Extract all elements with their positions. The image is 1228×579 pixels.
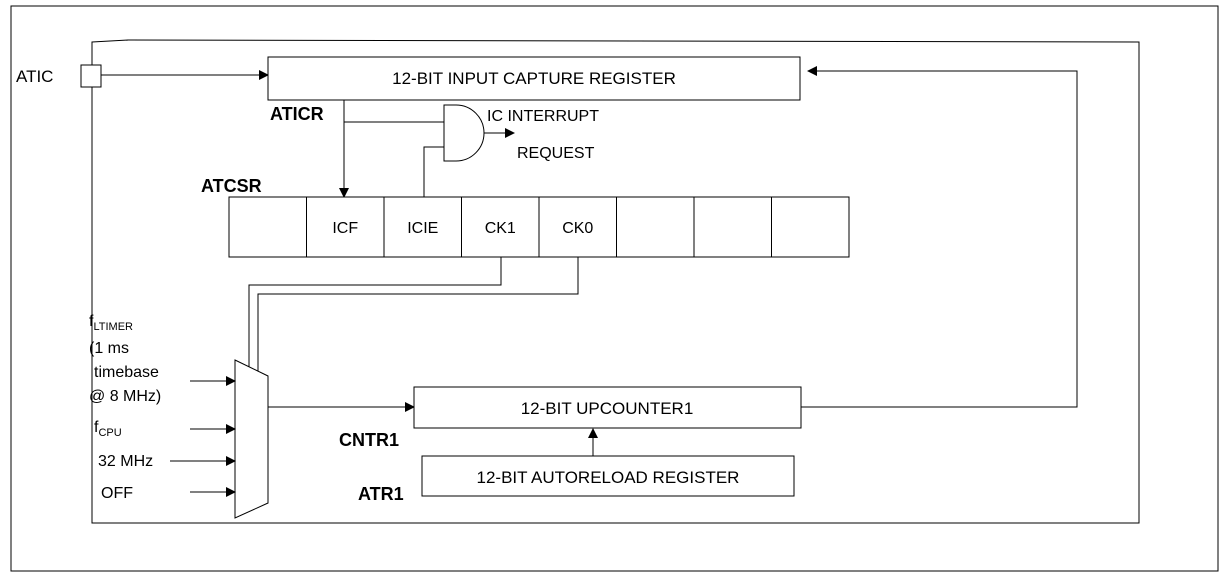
atr1-label: ATR1 [358,484,404,504]
atcsr-bit-cell [693,196,772,258]
upcounter-label: 12-BIT UPCOUNTER1 [521,399,694,418]
atcsr-bit-cell [228,196,307,258]
autoreload-register-box [421,455,795,497]
fltimer-line2: timebase [94,364,159,381]
autoreload-register-label: 12-BIT AUTORELOAD REGISTER [477,468,740,487]
fcpu-label: fCPU [94,419,122,439]
atcsr-bit-cell [306,196,385,258]
atcsr-bit-cell [383,196,462,258]
fltimer-line1: (1 ms [89,340,129,357]
atcsr-register: ICF ICIE CK1 CK0 [228,196,850,258]
fltimer-line3: @ 8 MHz) [89,388,161,405]
input-capture-register-label: 12-BIT INPUT CAPTURE REGISTER [392,69,676,88]
input-capture-register-box [267,56,801,101]
counter-feedback-arrow [801,66,1078,408]
atcsr-bit-cell [771,196,850,258]
cntr1-label: CNTR1 [339,430,399,450]
ck1-line [248,257,502,369]
clock-multiplexer [234,359,269,519]
off-label: OFF [101,485,133,502]
atcsr-bit-label: CK0 [562,220,593,237]
icie-to-and-line [423,146,444,197]
mhz32-label: 32 MHz [98,453,153,470]
and-gate [443,104,485,162]
ic-interrupt-label: IC INTERRUPT [487,108,599,125]
atcsr-label: ATCSR [201,176,262,196]
atic-pin-label: ATIC [16,67,53,86]
atcsr-bit-label: ICF [332,220,358,237]
fltimer-label: fLTIMER [89,313,133,333]
upcounter-box [413,386,802,429]
atcsr-bit-label: ICIE [407,220,438,237]
fcpu-sub: CPU [98,427,121,439]
atcsr-bit-cell [461,196,540,258]
aticr-label: ATICR [270,104,324,124]
request-label: REQUEST [517,145,595,162]
fcpu-f: f [94,419,99,436]
atic-pin [80,64,102,88]
fltimer-sub: LTIMER [93,321,133,333]
fltimer-f: f [89,313,94,330]
block-boundary [91,39,1140,524]
outer-frame [10,5,1219,572]
atcsr-bit-label: CK1 [485,220,516,237]
atcsr-bit-cell [616,196,695,258]
ck0-line [257,257,579,376]
